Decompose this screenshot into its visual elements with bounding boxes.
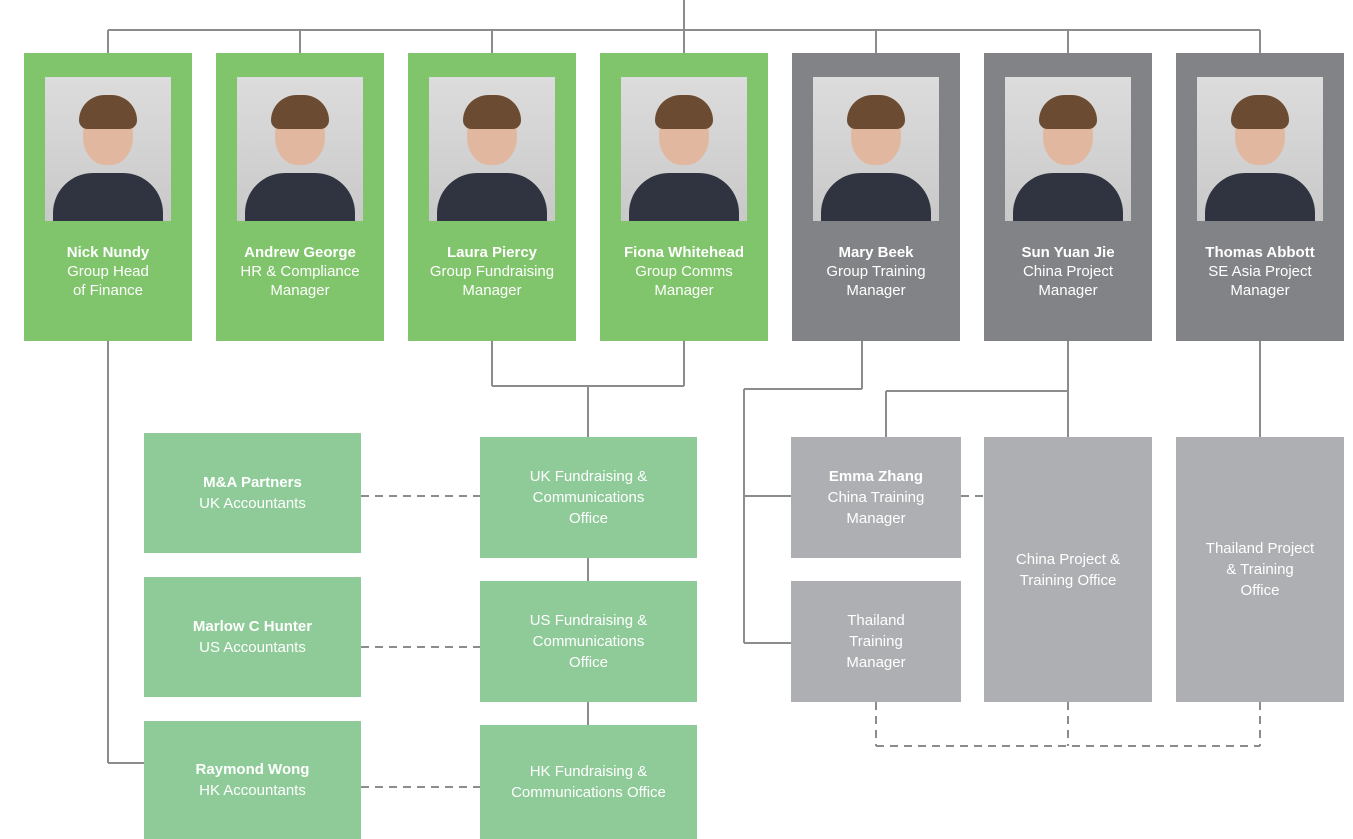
- office-text: Thailand Project & Training Office: [1205, 540, 1315, 599]
- portrait-photo: [429, 77, 555, 221]
- person-card-thomas: Thomas Abbott SE Asia Project Manager: [1176, 53, 1344, 341]
- office-box-raymond: Raymond Wong HK Accountants: [144, 721, 361, 839]
- office-text: HK Accountants: [199, 782, 306, 799]
- office-box-ukf: UK Fundraising & Communications Office: [480, 437, 697, 558]
- person-name: Thomas Abbott: [1205, 244, 1315, 261]
- person-name: Sun Yuan Jie: [1021, 244, 1115, 261]
- portrait-photo: [621, 77, 747, 221]
- office-text: China Training Manager: [827, 489, 925, 527]
- person-title: China Project Manager: [1022, 263, 1114, 299]
- person-title: Group Comms Manager: [635, 263, 733, 299]
- office-name: Emma Zhang: [828, 468, 924, 485]
- office-text: Thailand Training Manager: [846, 612, 906, 671]
- office-box-marlow: Marlow C Hunter US Accountants: [144, 577, 361, 697]
- person-name: Laura Piercy: [446, 244, 538, 261]
- person-name: Nick Nundy: [66, 244, 150, 261]
- person-title: Group Training Manager: [826, 263, 926, 299]
- office-text: HK Fundraising & Communications Office: [511, 763, 666, 801]
- office-box-thtm: Thailand Training Manager: [791, 581, 961, 702]
- person-card-andrew: Andrew George HR & Compliance Manager: [216, 53, 384, 341]
- portrait-photo: [813, 77, 939, 221]
- office-text: US Fundraising & Communications Office: [529, 612, 648, 671]
- person-name: Fiona Whitehead: [624, 244, 744, 261]
- office-text: US Accountants: [199, 639, 306, 656]
- office-box-hkf: HK Fundraising & Communications Office: [480, 725, 697, 839]
- office-text: UK Accountants: [199, 495, 306, 512]
- portrait-photo: [45, 77, 171, 221]
- portrait-photo: [1197, 77, 1323, 221]
- office-name: M&A Partners: [203, 474, 302, 491]
- person-title: Group Fundraising Manager: [429, 263, 555, 299]
- person-title: Group Head of Finance: [67, 263, 149, 299]
- person-name: Mary Beek: [838, 244, 914, 261]
- portrait-photo: [237, 77, 363, 221]
- office-text: UK Fundraising & Communications Office: [529, 468, 648, 527]
- portrait-photo: [1005, 77, 1131, 221]
- person-title: HR & Compliance Manager: [240, 263, 360, 299]
- person-name: Andrew George: [244, 244, 356, 261]
- office-box-usf: US Fundraising & Communications Office: [480, 581, 697, 702]
- office-box-tpto: Thailand Project & Training Office: [1176, 437, 1344, 702]
- office-box-cpto: China Project & Training Office: [984, 437, 1152, 702]
- person-title: SE Asia Project Manager: [1208, 263, 1312, 299]
- office-name: Raymond Wong: [195, 761, 310, 778]
- office-box-ma: M&A Partners UK Accountants: [144, 433, 361, 553]
- office-name: Marlow C Hunter: [192, 618, 313, 635]
- office-text: China Project & Training Office: [1015, 550, 1121, 589]
